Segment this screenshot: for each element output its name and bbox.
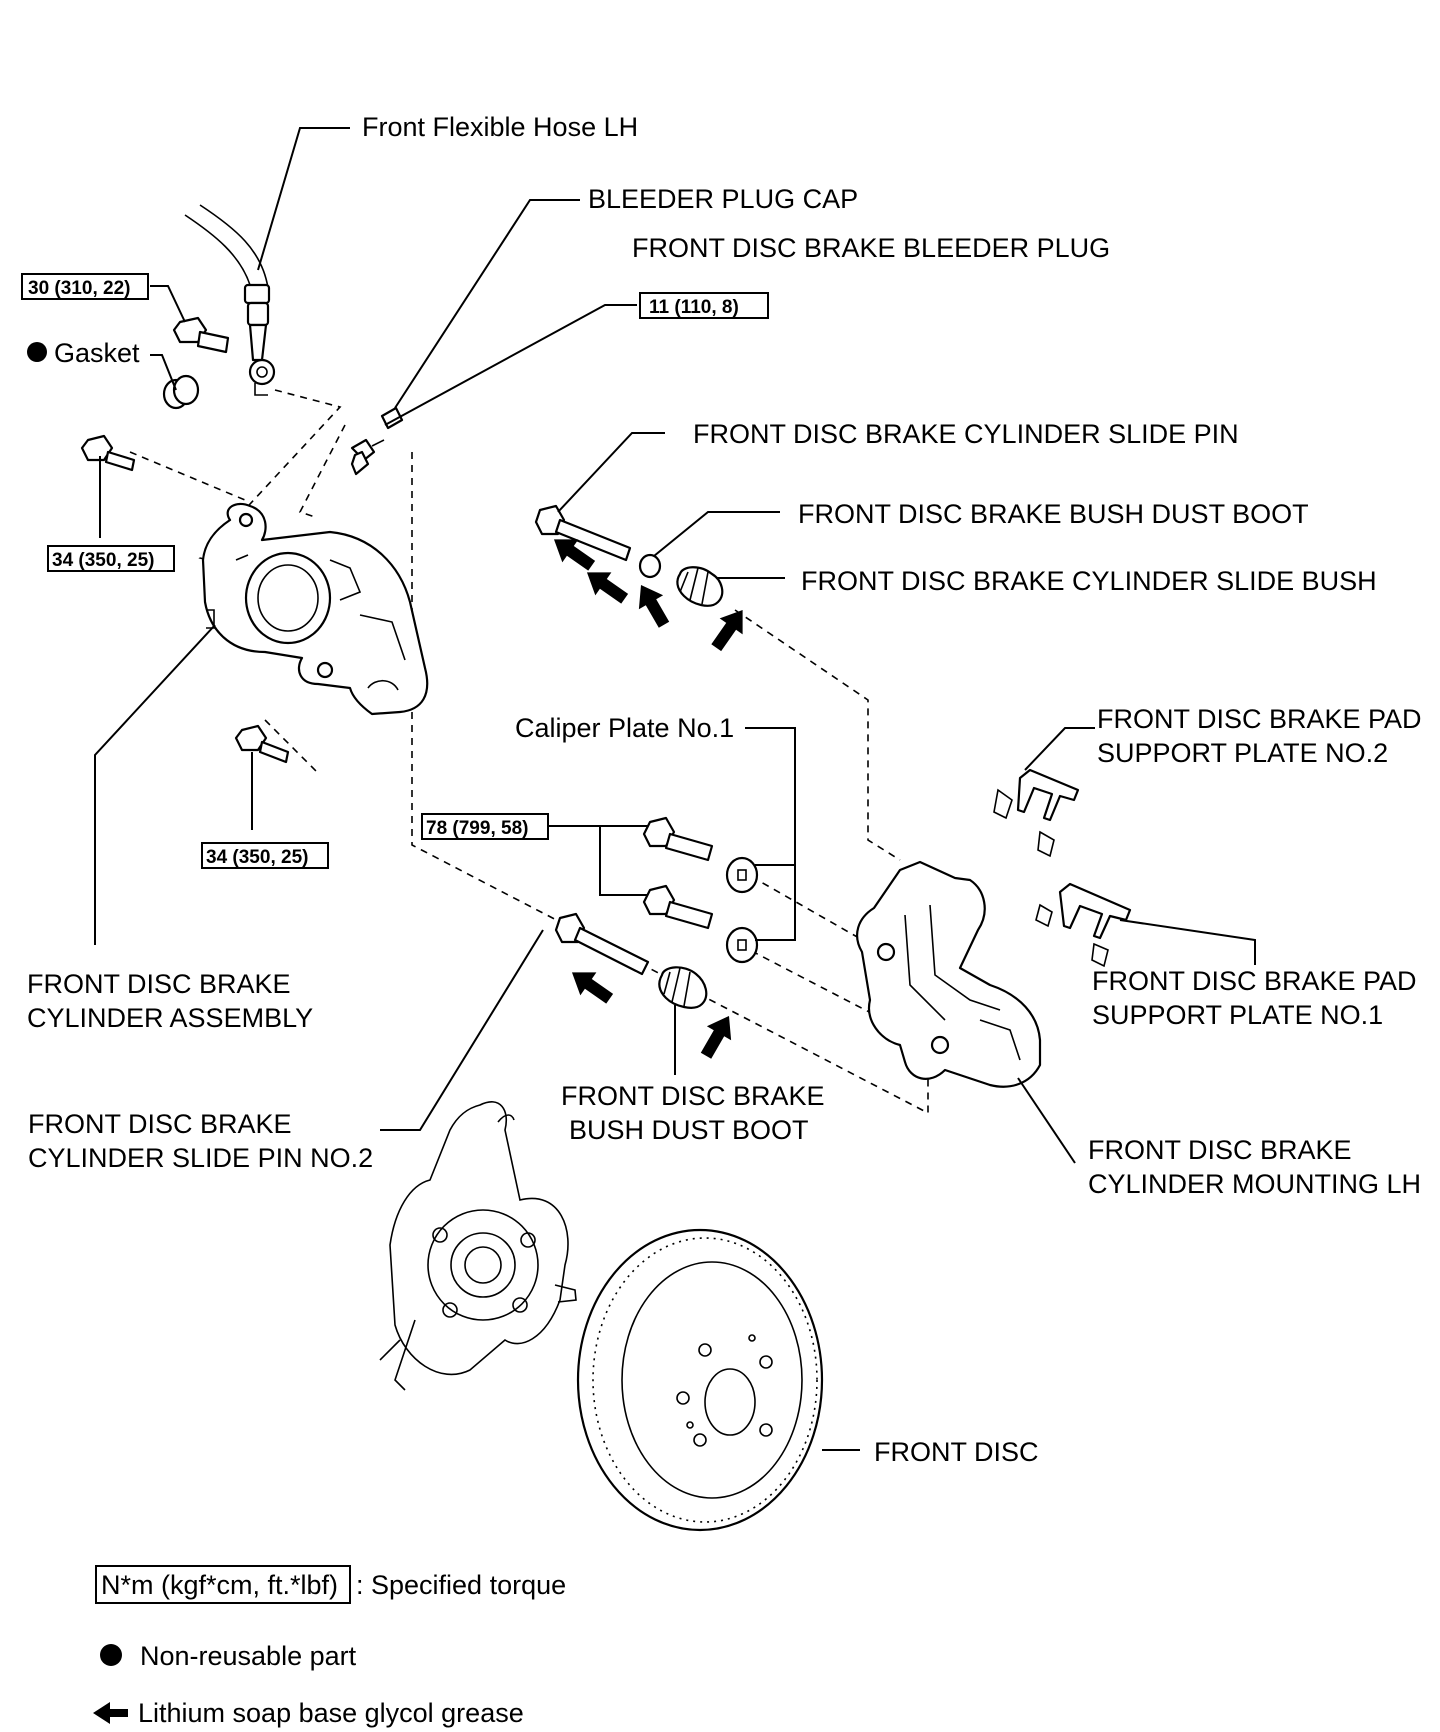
label-slide-pin: FRONT DISC BRAKE CYLINDER SLIDE PIN: [693, 419, 1239, 449]
caliper-plate-washers: [725, 856, 759, 964]
label-pad-support-no1-line2: SUPPORT PLATE NO.1: [1092, 1000, 1383, 1030]
torque-box-mounting-bolts: [421, 813, 549, 840]
torque-box-cylinder-bolt-upper: [47, 545, 175, 572]
legend-grease-arrow-icon: [93, 1702, 128, 1724]
torque-cylinder-bolt-upper: 34 (350, 25): [52, 550, 154, 571]
non-reusable-dot-gasket: [27, 342, 47, 362]
torque-box-union-bolt: [21, 273, 149, 300]
legend-torque-unit: N*m (kgf*cm, ft.*lbf): [101, 1570, 338, 1600]
grease-arrows-lower: [571, 972, 732, 1059]
front-disc-part: [576, 1228, 824, 1532]
label-bush-dust-boot-upper: FRONT DISC BRAKE BUSH DUST BOOT: [798, 499, 1309, 529]
legend-grease: Lithium soap base glycol grease: [138, 1698, 524, 1728]
bush-dust-boot-upper-part: [638, 553, 662, 579]
legend: N*m (kgf*cm, ft.*lbf) : Specified torque…: [93, 1565, 566, 1728]
part-labels: Front Flexible Hose LH BLEEDER PLUG CAP …: [27, 112, 1422, 1467]
label-front-disc: FRONT DISC: [874, 1437, 1039, 1467]
mounting-bolt-upper: [642, 816, 714, 862]
bleeder-plug-part: [350, 438, 385, 476]
cylinder-bolt-lower: [234, 724, 290, 764]
label-pad-support-no2-line1: FRONT DISC BRAKE PAD: [1097, 704, 1422, 734]
pad-support-plate-no2-part: [993, 768, 1080, 858]
steering-knuckle-hub: [379, 1101, 577, 1391]
torque-cylinder-bolt-lower: 34 (350, 25): [206, 847, 308, 868]
union-bolt: [172, 316, 230, 354]
label-cylinder-mounting-line2: CYLINDER MOUNTING LH: [1088, 1169, 1421, 1199]
torque-mounting-bolts: 78 (799, 58): [426, 818, 528, 839]
cylinder-slide-bush-part: [676, 566, 724, 607]
label-gasket: Gasket: [54, 338, 140, 368]
label-slide-pin-no2-line2: CYLINDER SLIDE PIN NO.2: [28, 1143, 373, 1173]
label-cylinder-assembly-line2: CYLINDER ASSEMBLY: [27, 1003, 313, 1033]
front-disc-brake-cylinder-mounting: [856, 860, 1042, 1088]
legend-torque-desc: : Specified torque: [356, 1570, 566, 1600]
label-cylinder-mounting-line1: FRONT DISC BRAKE: [1088, 1135, 1352, 1165]
torque-box-cylinder-bolt-lower: [201, 842, 329, 869]
grease-arrows-upper: [553, 539, 743, 652]
torque-bleeder-plug: 11 (110, 8): [649, 297, 739, 318]
label-pad-support-no2-line2: SUPPORT PLATE NO.2: [1097, 738, 1388, 768]
legend-non-reusable: Non-reusable part: [140, 1641, 357, 1671]
legend-non-reusable-dot: [100, 1644, 122, 1666]
label-bush-dust-boot-lower-line2: BUSH DUST BOOT: [569, 1115, 809, 1145]
front-disc-brake-cylinder-assembly: [201, 502, 429, 716]
legend-torque-box: [95, 1565, 351, 1604]
label-cylinder-assembly-line1: FRONT DISC BRAKE: [27, 969, 291, 999]
label-bleeder-plug-cap: BLEEDER PLUG CAP: [588, 184, 858, 214]
label-slide-pin-no2-line1: FRONT DISC BRAKE: [28, 1109, 292, 1139]
pad-support-plate-no1-part: [1035, 882, 1132, 968]
leader-lines: [94, 127, 1256, 1451]
front-flexible-hose: [184, 204, 276, 396]
torque-box-bleeder-plug: [639, 292, 769, 319]
label-bush-dust-boot-lower-line1: FRONT DISC BRAKE: [561, 1081, 825, 1111]
cylinder-slide-pin-no2-part: [554, 912, 650, 976]
torque-union-bolt: 30 (310, 22): [28, 278, 130, 299]
torque-specs: 30 (310, 22) 11 (110, 8) 34 (350, 25) 34…: [21, 273, 769, 869]
cylinder-bolt-upper: [80, 434, 136, 472]
mounting-bolt-lower: [642, 884, 714, 930]
label-caliper-plate: Caliper Plate No.1: [515, 713, 734, 743]
label-slide-bush: FRONT DISC BRAKE CYLINDER SLIDE BUSH: [801, 566, 1377, 596]
label-front-flexible-hose: Front Flexible Hose LH: [362, 112, 638, 142]
label-pad-support-no1-line1: FRONT DISC BRAKE PAD: [1092, 966, 1417, 996]
cylinder-slide-pin-part: [534, 504, 632, 562]
bush-dust-boot-lower-part: [658, 966, 708, 1009]
label-bleeder-plug: FRONT DISC BRAKE BLEEDER PLUG: [632, 233, 1110, 263]
gasket: [162, 374, 200, 410]
